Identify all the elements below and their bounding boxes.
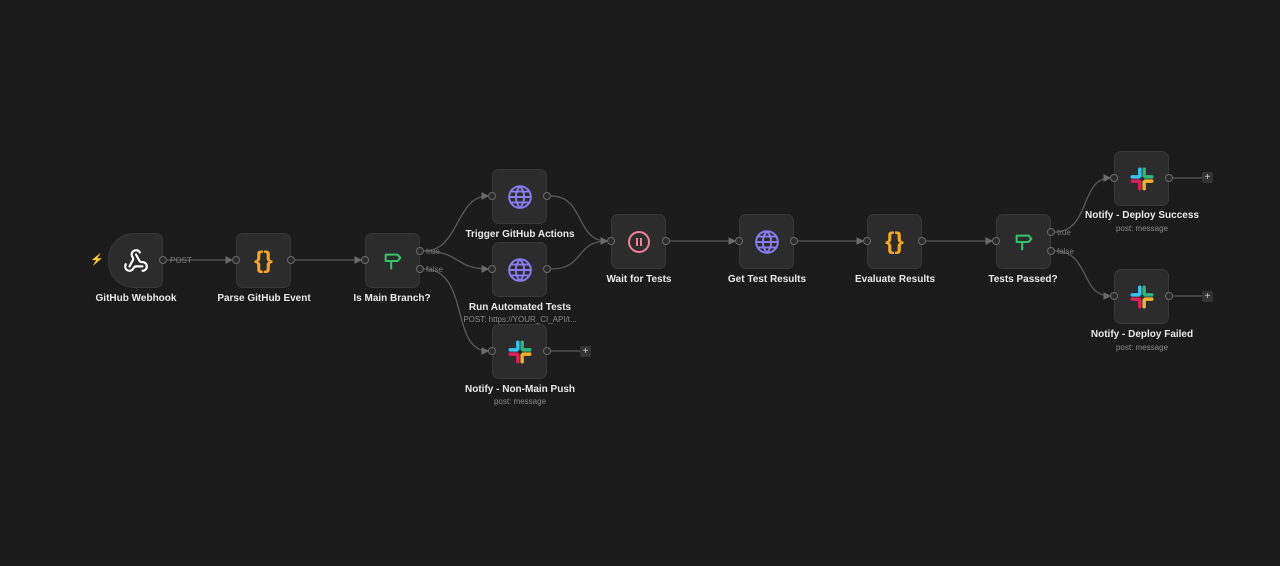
node-notify-deploy-success[interactable]: [1114, 151, 1169, 206]
output-handle[interactable]: [918, 237, 926, 245]
output-handle[interactable]: [790, 237, 798, 245]
node-label: Wait for Tests: [606, 274, 672, 285]
trigger-bolt-icon: ⚡: [90, 254, 104, 266]
add-node-button[interactable]: +: [1202, 291, 1213, 302]
node-parse-github-event[interactable]: {}: [236, 233, 291, 288]
output-handle[interactable]: [159, 256, 167, 264]
node-label: Trigger GitHub Actions: [465, 229, 575, 240]
output-handle[interactable]: [1165, 292, 1173, 300]
node-label: Parse GitHub Event: [217, 293, 311, 304]
node-github-webhook[interactable]: [108, 233, 163, 288]
edge-ismain-notify: [423, 268, 490, 355]
output-handle-false[interactable]: [1047, 247, 1055, 255]
node-label: Notify - Deploy Failed: [1090, 329, 1194, 340]
add-node-button[interactable]: +: [580, 346, 591, 357]
edge-trigger-wait: [550, 195, 609, 245]
input-handle[interactable]: [488, 265, 496, 273]
edge-ismain-trigger: [423, 192, 490, 252]
signpost-icon: [384, 253, 401, 269]
slack-icon: [1130, 167, 1153, 190]
globe-icon: [507, 257, 532, 282]
input-handle[interactable]: [607, 237, 615, 245]
add-node-button[interactable]: +: [1202, 172, 1213, 183]
node-label: Notify - Deploy Success: [1085, 210, 1199, 221]
node-label: Tests Passed?: [988, 274, 1058, 285]
input-handle[interactable]: [735, 237, 743, 245]
slack-icon: [508, 340, 531, 363]
node-label: Evaluate Results: [854, 274, 936, 285]
node-subtitle: post: message: [1115, 343, 1169, 352]
output-handle[interactable]: [543, 192, 551, 200]
edge-passed-failed: [1054, 250, 1112, 300]
node-label: Is Main Branch?: [353, 293, 431, 304]
edge-ismain-run: [423, 250, 490, 273]
node-label: Run Automated Tests: [468, 302, 572, 313]
output-handle[interactable]: [287, 256, 295, 264]
false-label: false: [426, 265, 443, 274]
node-is-main-branch[interactable]: [365, 233, 420, 288]
node-label: GitHub Webhook: [95, 293, 177, 304]
node-label: Get Test Results: [727, 274, 807, 285]
node-trigger-github-actions[interactable]: [492, 169, 547, 224]
node-subtitle: post: message: [1115, 224, 1169, 233]
node-notify-deploy-failed[interactable]: [1114, 269, 1169, 324]
input-handle[interactable]: [361, 256, 369, 264]
output-handle[interactable]: [543, 347, 551, 355]
node-run-automated-tests[interactable]: [492, 242, 547, 297]
output-handle-false[interactable]: [416, 265, 424, 273]
false-label: false: [1057, 247, 1074, 256]
node-tests-passed[interactable]: [996, 214, 1051, 269]
node-wait-for-tests[interactable]: [611, 214, 666, 269]
edge-run-wait: [550, 237, 609, 270]
pause-icon: [627, 230, 650, 253]
input-handle[interactable]: [488, 192, 496, 200]
signpost-icon: [1015, 234, 1032, 250]
input-handle[interactable]: [232, 256, 240, 264]
true-label: true: [426, 247, 440, 256]
slack-icon: [1130, 285, 1153, 308]
true-label: true: [1057, 228, 1071, 237]
input-handle[interactable]: [863, 237, 871, 245]
input-handle[interactable]: [1110, 174, 1118, 182]
output-handle[interactable]: [543, 265, 551, 273]
node-get-test-results[interactable]: [739, 214, 794, 269]
output-handle-true[interactable]: [416, 247, 424, 255]
input-handle[interactable]: [488, 347, 496, 355]
globe-icon: [754, 229, 779, 254]
code-braces-icon: {}: [254, 246, 273, 274]
node-subtitle: post: message: [493, 397, 547, 406]
output-handle-true[interactable]: [1047, 228, 1055, 236]
edge-passed-success: [1054, 174, 1112, 233]
input-handle[interactable]: [1110, 292, 1118, 300]
output-handle[interactable]: [662, 237, 670, 245]
webhook-icon: [123, 248, 148, 272]
node-evaluate-results[interactable]: {}: [867, 214, 922, 269]
output-handle[interactable]: [1165, 174, 1173, 182]
node-notify-non-main-push[interactable]: [492, 324, 547, 379]
code-braces-icon: {}: [885, 227, 904, 255]
globe-icon: [507, 184, 532, 209]
output-label: POST: [170, 256, 192, 265]
input-handle[interactable]: [992, 237, 1000, 245]
node-subtitle: POST: https://YOUR_CI_API/t...: [463, 315, 577, 324]
node-label: Notify - Non-Main Push: [465, 384, 575, 395]
